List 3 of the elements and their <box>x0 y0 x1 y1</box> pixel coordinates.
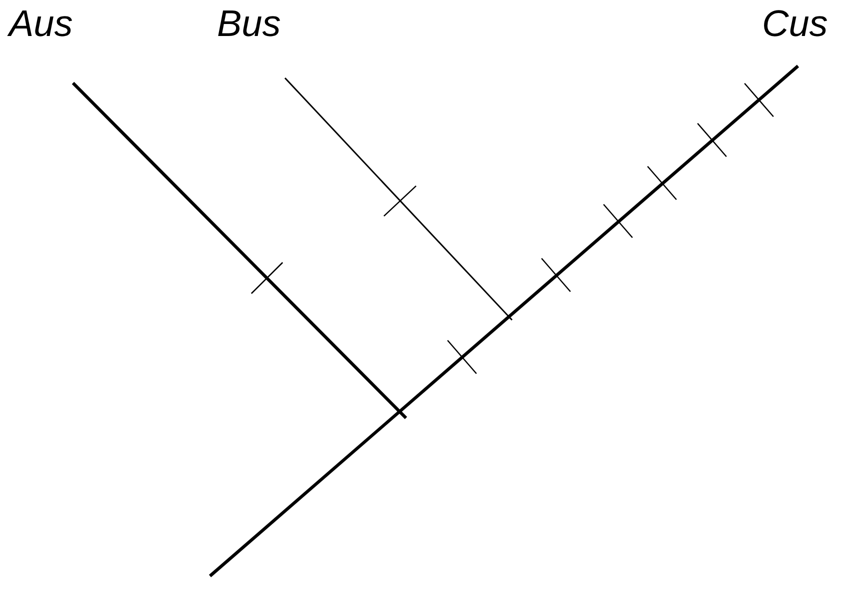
taxon-label: Cus <box>762 3 828 45</box>
taxon-label: Aus <box>9 3 73 45</box>
taxon-label: Bus <box>217 3 281 45</box>
